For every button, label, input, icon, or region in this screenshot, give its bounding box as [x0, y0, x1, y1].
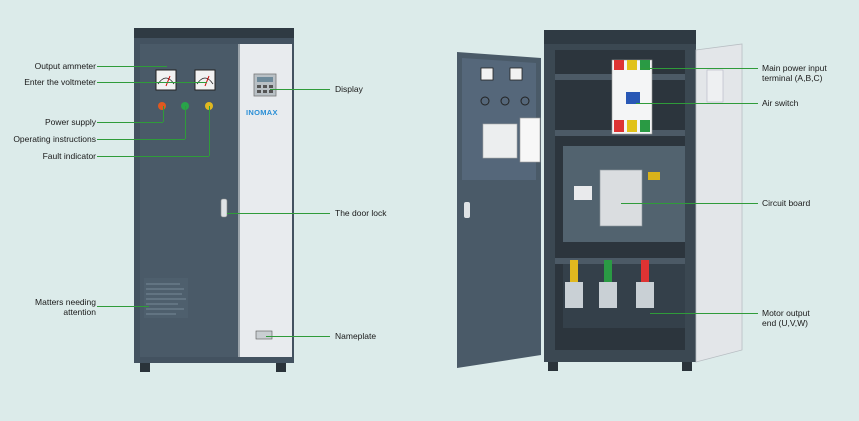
brand-logo: INOMAX — [246, 108, 278, 117]
callout-terminal-abc: terminal (A,B,C) — [762, 73, 823, 83]
leader-line — [97, 156, 209, 157]
callout-power-supply: Power supply — [44, 117, 96, 127]
leader-line — [97, 122, 163, 123]
callout-motor-output: Motor output — [762, 308, 810, 318]
callout-display: Display — [335, 84, 363, 94]
leader-line — [621, 203, 758, 204]
leader-line — [97, 139, 185, 140]
leader-line — [97, 82, 207, 83]
callout-main-power-input: Main power input — [762, 63, 827, 73]
callout-attention: attention — [63, 307, 96, 317]
callout-door-lock: The door lock — [335, 208, 387, 218]
leader-line — [640, 68, 758, 69]
left-cabinet — [134, 28, 294, 372]
leader-line — [636, 103, 758, 104]
leader-line — [97, 66, 167, 67]
callout-fault-indicator: Fault indicator — [42, 151, 96, 161]
callout-matters-needing: Matters needing — [35, 297, 96, 307]
callout-nameplate: Nameplate — [335, 331, 377, 341]
callout-air-switch: Air switch — [762, 98, 799, 108]
callout-circuit-board: Circuit board — [762, 198, 811, 208]
callout-voltmeter: Enter the voltmeter — [24, 77, 96, 87]
callout-output-ammeter: Output ammeter — [34, 61, 96, 71]
right-cabinet — [457, 30, 743, 371]
leader-line — [227, 213, 330, 214]
callout-end-uvw: end (U,V,W) — [762, 318, 808, 328]
leader-line — [266, 336, 330, 337]
leader-line — [97, 306, 149, 307]
leader-line — [209, 106, 210, 156]
leader-line — [270, 89, 330, 90]
leader-line — [650, 313, 758, 314]
callout-operating-instructions: Operating instructions — [13, 134, 96, 144]
leader-line — [163, 106, 164, 122]
leader-line — [185, 106, 186, 139]
